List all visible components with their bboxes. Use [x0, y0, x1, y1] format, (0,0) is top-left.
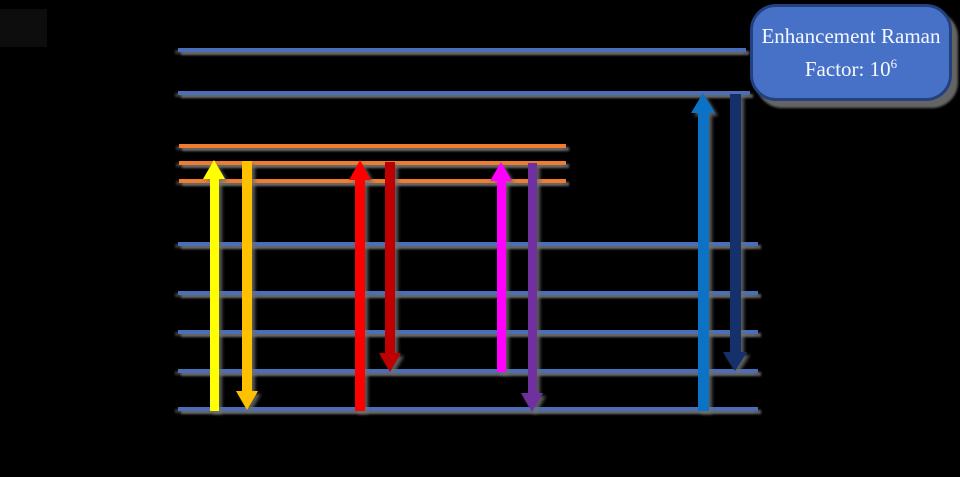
level-electronic-state-lower: [178, 91, 750, 95]
stokes-scatter-arrow-amber-shaft: [242, 161, 252, 392]
stokes-scatter-arrow-amber-head: [236, 391, 258, 410]
excitation-arrow-yellow: [203, 160, 225, 411]
enhancement-factor-callout: Enhancement Raman Factor: 106: [750, 4, 952, 101]
stokes-scatter-arrow-darkred: [378, 162, 402, 372]
resonance-scatter-arrow-navy-shaft: [729, 94, 741, 353]
antistokes-excitation-arrow-magenta: [490, 162, 512, 372]
resonance-scatter-arrow-navy-head: [723, 352, 747, 371]
resonance-excitation-arrow-blue-shaft: [697, 112, 709, 411]
antistokes-scatter-arrow-purple-shaft: [527, 163, 537, 394]
antistokes-excitation-arrow-magenta-shaft: [496, 180, 506, 372]
excitation-arrow-yellow-shaft: [209, 178, 219, 411]
antistokes-excitation-arrow-magenta-head: [490, 162, 512, 181]
resonance-excitation-arrow-blue-head: [691, 93, 715, 113]
antistokes-scatter-arrow-purple: [520, 163, 544, 412]
corner-artifact: [0, 9, 47, 47]
stokes-scatter-arrow-darkred-shaft: [385, 162, 395, 354]
level-electronic-state-upper: [178, 48, 746, 52]
level-virtual-state-1: [179, 179, 566, 183]
excitation-arrow-red: [348, 160, 372, 411]
excitation-arrow-red-shaft: [355, 179, 365, 411]
excitation-arrow-red-head: [348, 160, 371, 180]
level-vibrational-level-4: [178, 242, 758, 246]
callout-line-2-text: Factor: 10: [804, 56, 891, 81]
level-virtual-state-3: [179, 144, 566, 148]
resonance-scatter-arrow-navy: [723, 94, 747, 371]
level-vibrational-level-2: [178, 330, 758, 334]
stokes-scatter-arrow-darkred-head: [378, 353, 401, 372]
excitation-arrow-yellow-head: [203, 160, 225, 179]
level-virtual-state-2: [179, 161, 566, 165]
antistokes-scatter-arrow-purple-head: [520, 393, 543, 412]
callout-exponent: 6: [890, 55, 898, 71]
level-ground-state: [178, 407, 758, 411]
level-vibrational-level-1: [178, 369, 758, 373]
stokes-scatter-arrow-amber: [236, 161, 258, 410]
resonance-excitation-arrow-blue: [691, 93, 715, 411]
callout-line-2: Factor: 106: [805, 50, 897, 83]
callout-line-1: Enhancement Raman: [761, 23, 941, 48]
level-vibrational-level-3: [178, 291, 758, 295]
